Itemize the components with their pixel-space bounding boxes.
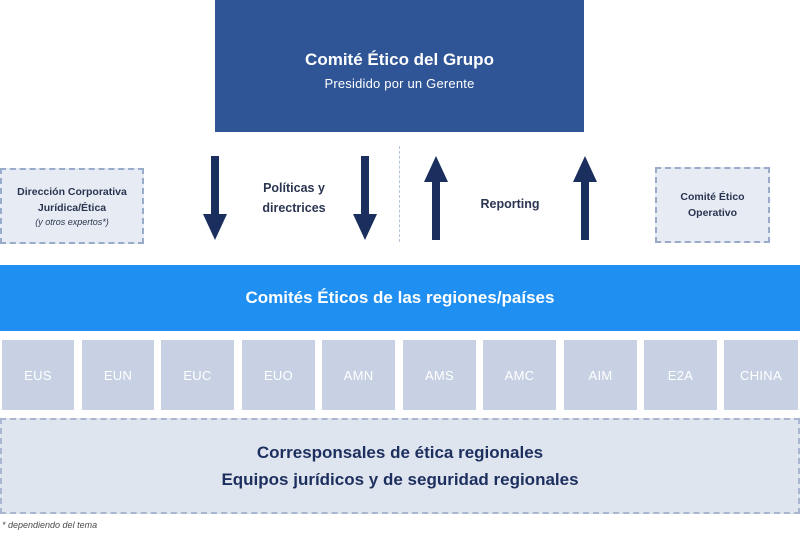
regional-correspondents-line1: Corresponsales de ética regionales <box>256 443 544 462</box>
region-tile-eus: EUS <box>2 340 74 410</box>
region-tile-euo: EUO <box>242 340 315 410</box>
policies-label-line2: directrices <box>262 201 326 215</box>
down-arrow-icon <box>203 156 227 240</box>
reporting-label: Reporting <box>480 197 540 211</box>
region-tile-euc: EUC <box>161 340 234 410</box>
group-ethics-committee-box: Comité Ético del Grupo Presidido por un … <box>215 0 584 132</box>
operative-ethics-committee-line2: Operativo <box>687 207 737 219</box>
region-tile-amn: AMN <box>322 340 395 410</box>
operative-ethics-committee-line1: Comité Ético <box>680 191 745 203</box>
regional-correspondents-box: Corresponsales de ética regionales Equip… <box>0 418 800 514</box>
region-tile-aim: AIM <box>564 340 637 410</box>
region-tile-eun: EUN <box>82 340 154 410</box>
group-ethics-committee-title: Comité Ético del Grupo <box>305 49 494 69</box>
down-arrow-icon <box>353 156 377 240</box>
corporate-legal-ethics-box: Dirección Corporativa Jurídica/Ética (y … <box>0 168 144 244</box>
up-arrow-icon <box>573 156 597 240</box>
up-arrow-icon <box>424 156 448 240</box>
regional-correspondents-line2: Equipos jurídicos y de seguridad regiona… <box>221 470 579 489</box>
footnote: * dependiendo del tema <box>2 520 98 530</box>
group-ethics-committee-subtitle: Presidido por un Gerente <box>324 75 475 91</box>
corporate-legal-ethics-note: (y otros expertos*) <box>35 216 109 227</box>
region-tile-amc: AMC <box>483 340 556 410</box>
policies-label-line1: Políticas y <box>263 181 325 195</box>
operative-ethics-committee-box: Comité Ético Operativo <box>655 167 770 243</box>
flow-divider <box>399 146 400 242</box>
region-tile-e2a: E2A <box>644 340 717 410</box>
regional-ethics-committees-band: Comités Éticos de las regiones/países <box>0 265 800 331</box>
policies-label: Políticas y directrices <box>240 178 348 218</box>
region-tile-china: CHINA <box>724 340 798 410</box>
corporate-legal-ethics-line1: Dirección Corporativa <box>17 185 127 198</box>
corporate-legal-ethics-line2: Jurídica/Ética <box>37 201 107 214</box>
region-tile-ams: AMS <box>403 340 476 410</box>
